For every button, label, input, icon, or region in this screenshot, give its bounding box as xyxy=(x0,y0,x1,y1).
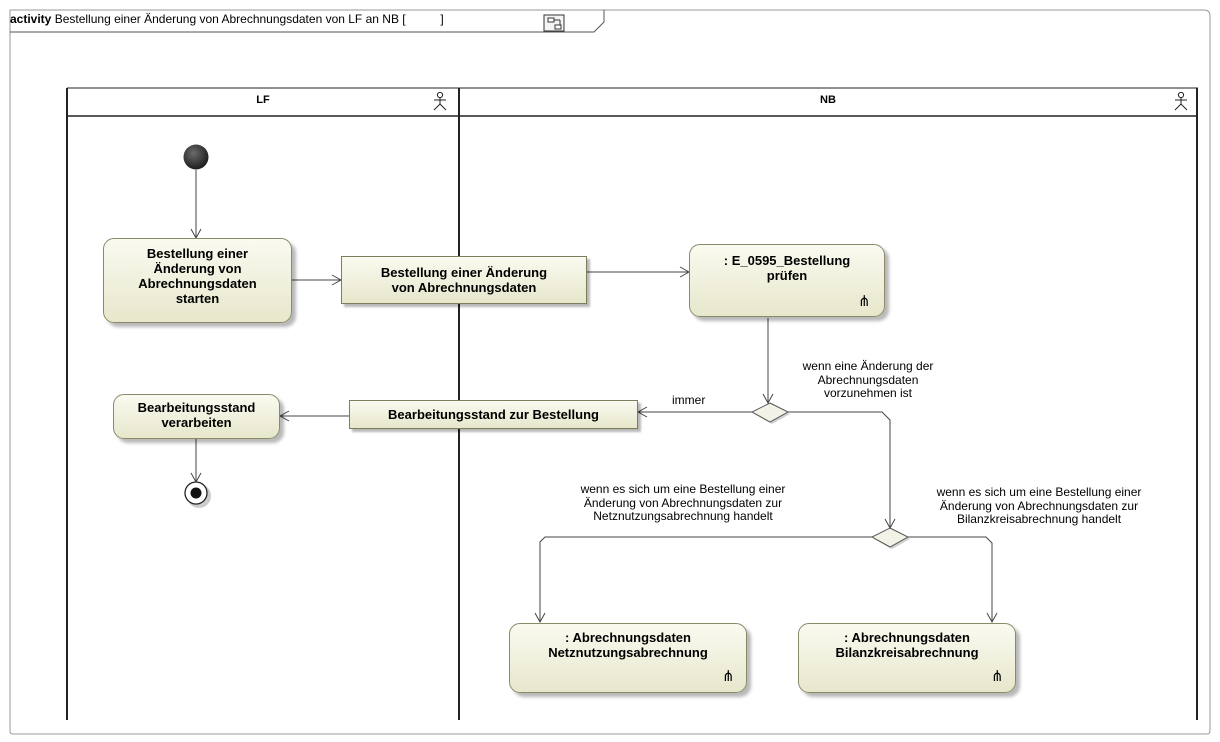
frame-title: activity Bestellung einer Änderung von A… xyxy=(10,12,444,26)
rake-icon: ⋔ xyxy=(991,668,1004,685)
actor-icon xyxy=(433,91,447,111)
guard-always: immer xyxy=(672,393,706,407)
activity-frame xyxy=(9,9,1211,735)
frame-keyword: activity xyxy=(10,12,52,26)
lane-title-nb: NB xyxy=(820,94,836,106)
object-status-message[interactable]: Bearbeitungsstand zur Bestellung xyxy=(349,400,638,429)
activity-final-node xyxy=(184,481,211,508)
activity-diagram-icon xyxy=(543,14,565,32)
actor-icon xyxy=(1174,91,1188,111)
action-label: : E_0595_Bestellung prüfen xyxy=(723,253,851,283)
action-start-order[interactable]: Bestellung einer Änderung von Abrechnung… xyxy=(103,238,292,323)
decision-node xyxy=(870,527,910,549)
action-process-status[interactable]: Bearbeitungsstand verarbeiten xyxy=(113,394,280,439)
action-label: : Abrechnungsdaten Bilanzkreisabrechnung xyxy=(835,630,979,660)
frame-bracket-open: [ xyxy=(402,12,406,26)
object-order-message[interactable]: Bestellung einer Änderung von Abrechnung… xyxy=(341,256,587,304)
guard-balance-group: wenn es sich um eine Bestellung einer Än… xyxy=(936,485,1142,526)
frame-label-tab xyxy=(10,10,605,33)
rake-icon: ⋔ xyxy=(858,293,871,310)
action-balance-billing[interactable]: : Abrechnungsdaten Bilanzkreisabrechnung xyxy=(798,623,1016,693)
action-grid-billing[interactable]: : Abrechnungsdaten Netznutzungsabrechnun… xyxy=(509,623,747,693)
object-label: Bestellung einer Änderung von Abrechnung… xyxy=(380,265,548,295)
initial-node xyxy=(183,144,209,170)
object-label: Bearbeitungsstand zur Bestellung xyxy=(388,407,599,422)
action-label: Bearbeitungsstand verarbeiten xyxy=(137,400,256,430)
frame-name: Bestellung einer Änderung von Abrechnung… xyxy=(54,12,399,26)
action-label: Bestellung einer Änderung von Abrechnung… xyxy=(138,246,257,306)
decision-node xyxy=(750,402,790,424)
guard-change-required: wenn eine Änderung der Abrechnungsdaten … xyxy=(802,359,934,400)
lane-title-lf: LF xyxy=(256,94,270,106)
rake-icon: ⋔ xyxy=(722,668,735,685)
guard-grid-usage: wenn es sich um eine Bestellung einer Än… xyxy=(580,482,786,523)
action-label: : Abrechnungsdaten Netznutzungsabrechnun… xyxy=(548,630,708,660)
frame-bracket-close: ] xyxy=(440,12,444,26)
flow-edges xyxy=(190,170,998,624)
action-check-order[interactable]: : E_0595_Bestellung prüfen xyxy=(689,244,885,317)
